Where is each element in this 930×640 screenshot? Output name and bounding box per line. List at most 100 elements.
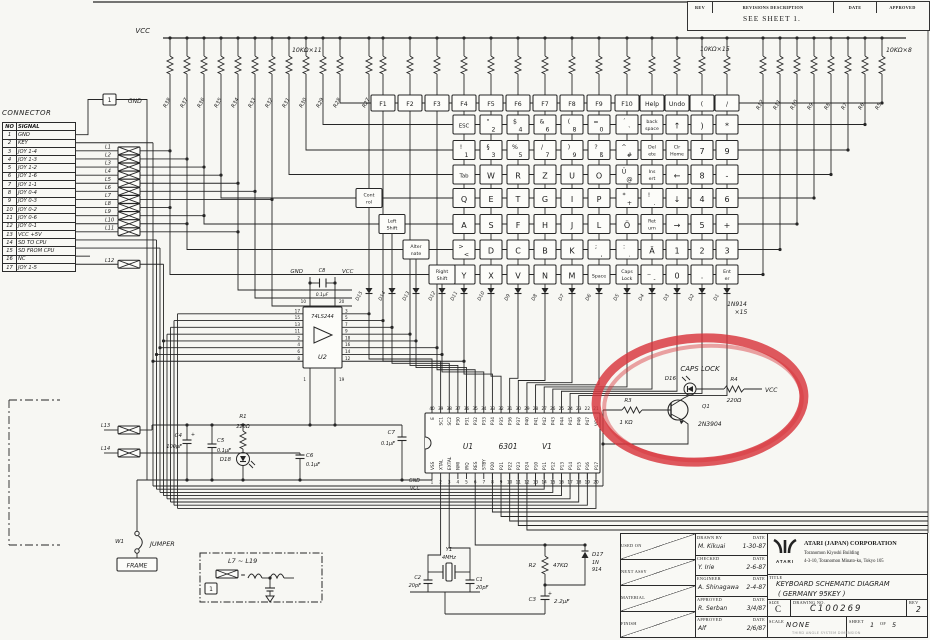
label-R31: R31: [281, 97, 291, 109]
key-F8-label: F8: [568, 101, 576, 108]
connector-signal: JOY 1-5: [16, 263, 76, 273]
key-4: [690, 187, 714, 209]
wire: [436, 74, 476, 413]
u1-pin-P33: P33: [482, 417, 488, 425]
diode-D2: [698, 288, 706, 294]
key-r3c1: [452, 139, 476, 161]
key-V: [506, 264, 530, 285]
wire: [153, 473, 537, 487]
key-5: [690, 213, 714, 235]
label-R28: R28: [332, 96, 342, 108]
key-(: [689, 94, 715, 112]
u1-pin-num: 12: [524, 480, 530, 485]
key-/: [714, 94, 740, 112]
diode-D12: [438, 288, 446, 294]
key-r3c2: [479, 139, 503, 161]
resistor-R17: [622, 55, 632, 75]
w1-label: W1: [115, 539, 124, 545]
label-D6: D6: [584, 293, 592, 302]
tb-addr2: 4-3-10, Toranomon Minato-ku, Tokyo 105: [804, 559, 884, 564]
key-Delete: [640, 139, 664, 161]
u1-pin-num: 35: [472, 406, 478, 411]
key-S: [479, 213, 503, 235]
key-r8c10: [690, 264, 714, 285]
title-block: USED ON NEXT ASSY MATERIAL FINISH DRAWN …: [620, 533, 928, 638]
junction-dot: [308, 281, 312, 285]
key-cont-rol-label: Cont: [364, 193, 375, 199]
key-r5c7-label: *: [622, 192, 625, 199]
label-R11: R11: [772, 99, 782, 111]
key-F1-label: F1: [379, 101, 387, 108]
key-ClrHome-label: Home: [670, 152, 684, 158]
u1-pin-P21: P21: [499, 462, 505, 470]
wire: [117, 146, 141, 156]
connector-signal: SD TO CPU: [16, 238, 76, 248]
label-R38: R38: [162, 96, 172, 108]
diode-part-label: 1N914: [727, 301, 747, 308]
diode-D15: [365, 288, 373, 294]
key-Space: [587, 264, 611, 285]
wire: [535, 293, 600, 413]
key-r4c11-label: -: [726, 172, 729, 181]
key-r5c8: [640, 187, 664, 209]
wire: [174, 473, 588, 506]
wire: [117, 203, 141, 212]
key-r3c2-label: §: [486, 144, 489, 151]
u1-pin-num: 32: [498, 406, 504, 411]
key-9-label: 9: [724, 147, 729, 156]
key-L: [587, 213, 611, 235]
tb-signature: A. Shinagawa: [698, 584, 739, 592]
u2-part: 74LS244: [311, 314, 334, 320]
key-4-label: 4: [699, 195, 704, 204]
resistor-R27: [364, 55, 374, 75]
junction-dot: [435, 346, 439, 350]
key-r3c4-label: /: [541, 144, 544, 151]
wire: [427, 479, 442, 572]
key-alter-nate-label: nate: [411, 251, 422, 257]
key-r7c8-label: Ä: [649, 246, 655, 256]
ref-box: [102, 93, 117, 106]
junction-dot: [219, 36, 223, 40]
key-left-shift-label: Shift: [387, 226, 398, 232]
label-L2: L2: [105, 152, 111, 158]
connector-pin-no: 14: [2, 238, 17, 248]
resistor-R23: [459, 55, 469, 75]
diode-D11: [460, 288, 468, 294]
key-Enter: [715, 264, 739, 285]
key-V-label: V: [515, 272, 521, 281]
key-r2c7: [615, 114, 639, 135]
u1-pin-num: 9: [500, 480, 503, 485]
wire: [569, 293, 703, 413]
resistor-R20: [540, 55, 550, 75]
key-Z: [533, 164, 557, 185]
key-r6c7-label: Ö: [624, 220, 630, 230]
junction-dot: [287, 36, 291, 40]
key-F6-label: F6: [514, 101, 522, 108]
connector-pin-no: 5: [2, 163, 17, 173]
key-r5c9-label: ↓: [674, 195, 681, 204]
wire: [117, 425, 141, 435]
key-r6c11-label: +: [724, 221, 731, 230]
wire: [117, 259, 141, 269]
u1-pin-num: 11: [516, 480, 522, 485]
junction-dot: [829, 36, 833, 40]
junction-dot: [202, 214, 206, 218]
resistor-R9: [809, 55, 819, 75]
key-Insert: [640, 164, 664, 185]
revision-table: REV REVISIONS DESCRIPTION DATE APPROVED …: [687, 1, 930, 31]
label-D12: D12: [427, 290, 437, 301]
resistor-R36: [199, 55, 209, 75]
u1-pin-P43: P43: [551, 417, 557, 425]
key-F1: [370, 94, 396, 112]
key-ClrHome-label: Clr: [674, 145, 681, 151]
u1-pin-P11: P11: [542, 462, 548, 470]
key-3-label: 3: [724, 247, 729, 256]
tb-date-label: DATE: [752, 617, 765, 623]
jumper-post: [134, 548, 140, 554]
r1-label: R1: [239, 414, 246, 420]
